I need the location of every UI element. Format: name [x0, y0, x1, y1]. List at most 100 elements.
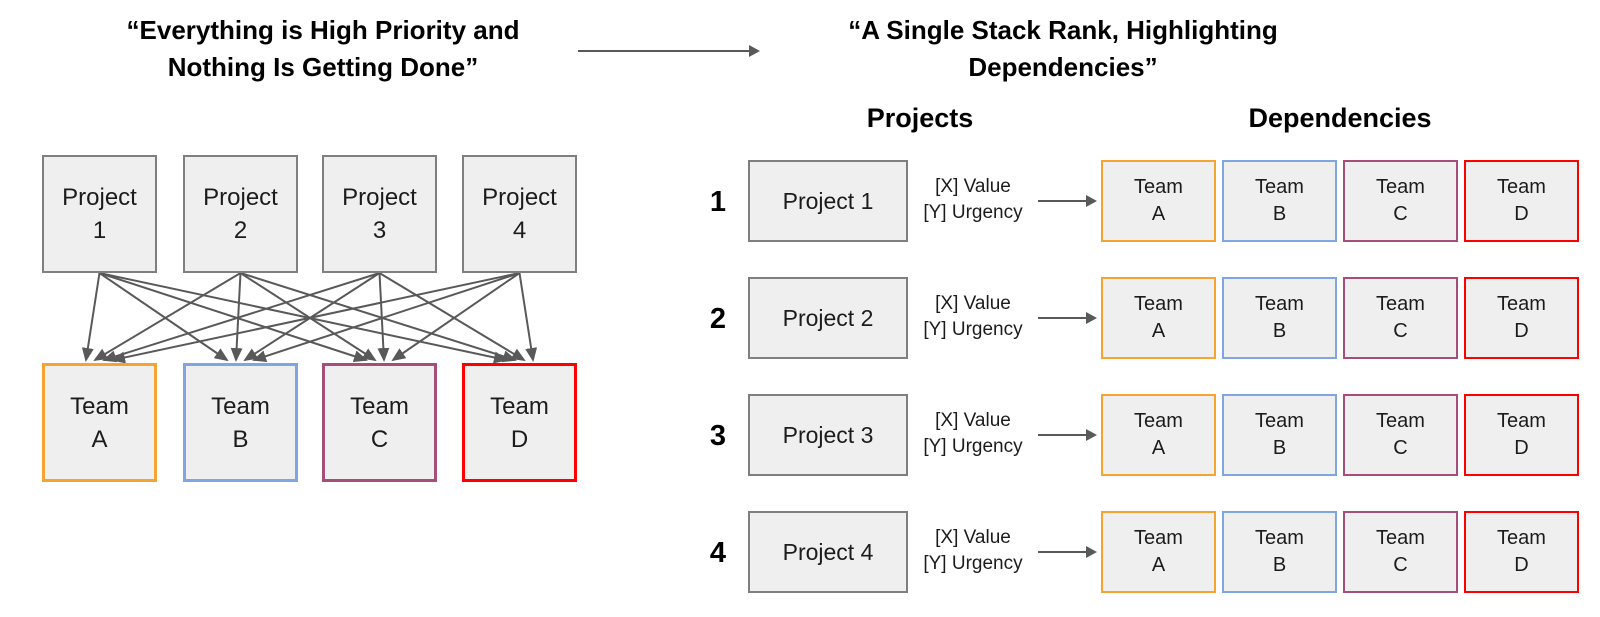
project-box-label: 2 [233, 217, 248, 244]
team-box-label: Team [1497, 176, 1546, 198]
project-box-label: 1 [92, 217, 107, 244]
team-box-label: Team [1376, 176, 1425, 198]
project-box-label: Project [203, 184, 278, 211]
dependency-team-d: Team D [1464, 160, 1579, 242]
team-box-label: B [1272, 203, 1287, 225]
team-box-label: D [510, 425, 529, 453]
team-box-label: B [232, 425, 249, 453]
ranked-project-box-4: Project 4 [748, 511, 908, 593]
team-box-c: Team C [322, 363, 437, 482]
value-urgency-label-4: [X] Value [Y] Urgency [912, 525, 1034, 577]
dependency-arrows-icon [81, 272, 538, 364]
arrow-right-icon [1038, 546, 1097, 558]
project-box-label: Project [342, 184, 417, 211]
team-box-label: C [1393, 203, 1408, 225]
value-line: [X] Value [935, 410, 1011, 431]
value-urgency-label-1: [X] Value [Y] Urgency [912, 174, 1034, 226]
rank-label-4: 4 [709, 537, 727, 569]
value-line: [X] Value [935, 527, 1011, 548]
team-box-label: B [1272, 437, 1287, 459]
team-box-label: Team [1376, 410, 1425, 432]
team-box-label: Team [211, 392, 270, 420]
rank-label-1: 1 [709, 186, 727, 218]
dependency-team-c: Team C [1343, 160, 1458, 242]
arrow-right-icon [1038, 429, 1097, 441]
team-box-label: A [91, 425, 108, 453]
ranked-project-box-3: Project 3 [748, 394, 908, 476]
urgency-line: [Y] Urgency [923, 202, 1023, 223]
team-box-label: Team [1255, 527, 1304, 549]
team-box-b: Team B [183, 363, 298, 482]
urgency-line: [Y] Urgency [923, 319, 1023, 340]
team-box-a: Team A [42, 363, 157, 482]
ranked-project-label: Project 2 [782, 304, 874, 331]
project-box-label: 4 [512, 217, 527, 244]
team-box-label: Team [1134, 410, 1183, 432]
urgency-line: [Y] Urgency [923, 553, 1023, 574]
team-box-label: C [370, 425, 389, 453]
transition-arrow-icon [578, 45, 760, 57]
project-box-4: Project 4 [462, 155, 577, 273]
team-box-label: D [1514, 554, 1529, 576]
team-box-label: D [1514, 320, 1529, 342]
value-line: [X] Value [935, 293, 1011, 314]
dependency-team-c: Team C [1343, 511, 1458, 593]
team-box-label: Team [350, 392, 409, 420]
dependency-team-d: Team D [1464, 394, 1579, 476]
team-box-label: B [1272, 554, 1287, 576]
arrow-right-icon [1038, 312, 1097, 324]
dependency-team-b: Team B [1222, 160, 1337, 242]
project-box-label: 3 [372, 217, 387, 244]
rank-label-3: 3 [709, 420, 727, 452]
left-title-line-1: “Everything is High Priority and [126, 15, 520, 45]
team-box-label: Team [1255, 176, 1304, 198]
rank-label-2: 2 [709, 303, 727, 335]
team-box-label: Team [1255, 293, 1304, 315]
dependency-team-b: Team B [1222, 511, 1337, 593]
team-box-label: A [1151, 320, 1166, 342]
team-box-label: Team [1134, 176, 1183, 198]
right-title-line-2: Dependencies” [968, 52, 1158, 82]
left-title-line-2: Nothing Is Getting Done” [167, 52, 479, 82]
right-title-line-1: “A Single Stack Rank, Highlighting [848, 15, 1278, 45]
team-box-label: B [1272, 320, 1287, 342]
right-title: “A Single Stack Rank, Highlighting Depen… [828, 12, 1298, 86]
dependency-team-b: Team B [1222, 394, 1337, 476]
arrow-right-icon [1038, 195, 1097, 207]
team-box-label: Team [1497, 410, 1546, 432]
team-box-label: Team [70, 392, 129, 420]
urgency-line: [Y] Urgency [923, 436, 1023, 457]
team-box-label: A [1151, 437, 1166, 459]
team-box-label: C [1393, 554, 1408, 576]
dependency-team-a: Team A [1101, 511, 1216, 593]
team-box-label: Team [490, 392, 549, 420]
team-box-label: A [1151, 203, 1166, 225]
ranked-project-label: Project 3 [782, 421, 874, 448]
team-box-label: Team [1255, 410, 1304, 432]
team-box-label: Team [1134, 293, 1183, 315]
project-box-2: Project 2 [183, 155, 298, 273]
dependency-team-a: Team A [1101, 277, 1216, 359]
value-urgency-label-2: [X] Value [Y] Urgency [912, 291, 1034, 343]
dependency-team-b: Team B [1222, 277, 1337, 359]
projects-header: Projects [866, 103, 974, 133]
team-box-label: Team [1497, 527, 1546, 549]
value-urgency-label-3: [X] Value [Y] Urgency [912, 408, 1034, 460]
team-box-label: A [1151, 554, 1166, 576]
dependency-team-d: Team D [1464, 511, 1579, 593]
dependency-team-a: Team A [1101, 160, 1216, 242]
team-box-label: C [1393, 437, 1408, 459]
dependency-team-c: Team C [1343, 394, 1458, 476]
team-box-label: D [1514, 437, 1529, 459]
team-box-label: Team [1497, 293, 1546, 315]
team-box-label: Team [1376, 527, 1425, 549]
dependencies-header: Dependencies [1248, 103, 1432, 133]
ranked-project-box-1: Project 1 [748, 160, 908, 242]
project-box-3: Project 3 [322, 155, 437, 273]
dependency-team-a: Team A [1101, 394, 1216, 476]
team-box-label: Team [1376, 293, 1425, 315]
dependency-team-c: Team C [1343, 277, 1458, 359]
team-box-label: D [1514, 203, 1529, 225]
team-box-label: Team [1134, 527, 1183, 549]
